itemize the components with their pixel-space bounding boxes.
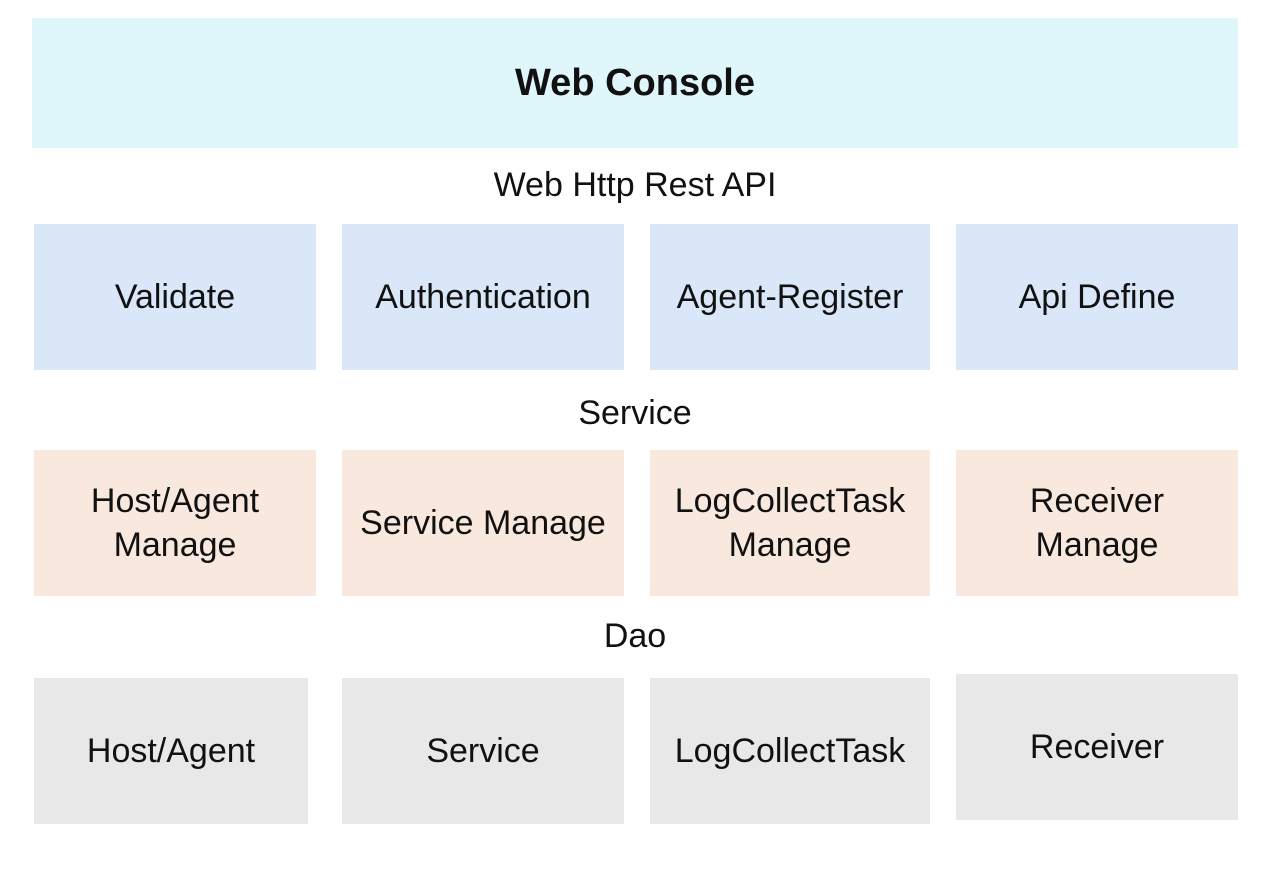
receiver-manage-box: Receiver Manage (956, 450, 1238, 596)
api-define-box: Api Define (956, 224, 1238, 370)
receiver-dao-box: Receiver (956, 674, 1238, 820)
authentication-box: Authentication (342, 224, 624, 370)
agent-register-box: Agent-Register (650, 224, 930, 370)
service-manage-box: Service Manage (342, 450, 624, 596)
validate-box: Validate (34, 224, 316, 370)
host-agent-dao-box: Host/Agent (34, 678, 308, 824)
web-console-box: Web Console (32, 18, 1238, 148)
api-layer-label: Web Http Rest API (493, 166, 777, 204)
logcollecttask-dao-box: LogCollectTask (650, 678, 930, 824)
host-agent-manage-box: Host/Agent Manage (34, 450, 316, 596)
service-layer-label: Service (578, 394, 692, 432)
dao-layer-label: Dao (603, 617, 667, 655)
logcollecttask-manage-box: LogCollectTask Manage (650, 450, 930, 596)
service-dao-box: Service (342, 678, 624, 824)
